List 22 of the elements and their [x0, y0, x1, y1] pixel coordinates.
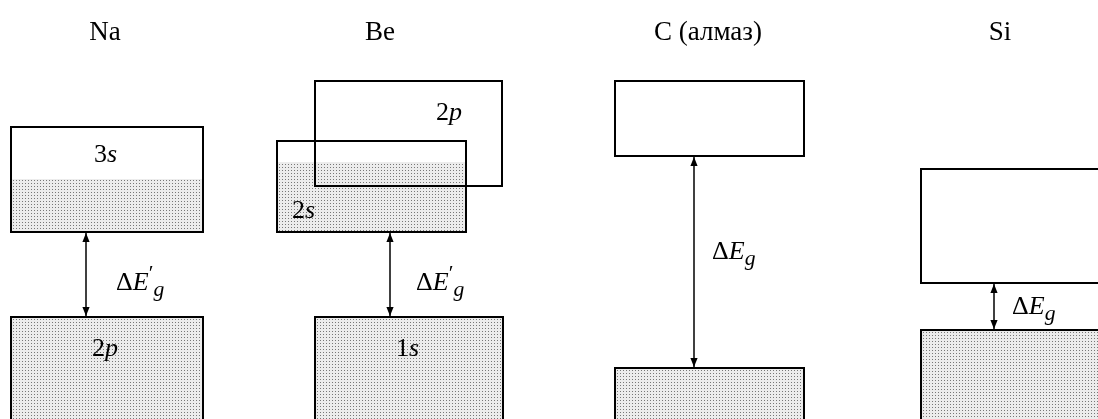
double-arrow — [386, 232, 394, 317]
column-title: C (алмаз) — [654, 16, 762, 47]
energy-band — [10, 126, 204, 233]
column-title: Si — [988, 16, 1012, 47]
band-label: 3s — [94, 140, 118, 168]
energy-band — [314, 80, 503, 187]
energy-band — [10, 316, 204, 419]
energy-band — [276, 140, 467, 233]
band-label: 1s — [396, 334, 420, 362]
column-title: Be — [365, 16, 395, 47]
energy-band — [920, 329, 1098, 419]
band-label: 2s — [292, 196, 316, 224]
energy-band — [314, 316, 504, 419]
energy-band — [920, 168, 1098, 284]
energy-band — [614, 367, 805, 419]
band-label: 2p — [92, 334, 118, 362]
double-arrow — [990, 283, 998, 330]
column-title: Na — [89, 16, 121, 47]
energy-band — [614, 80, 805, 157]
band-label: 2p — [436, 98, 462, 126]
double-arrow — [690, 156, 698, 368]
double-arrow — [82, 232, 90, 317]
